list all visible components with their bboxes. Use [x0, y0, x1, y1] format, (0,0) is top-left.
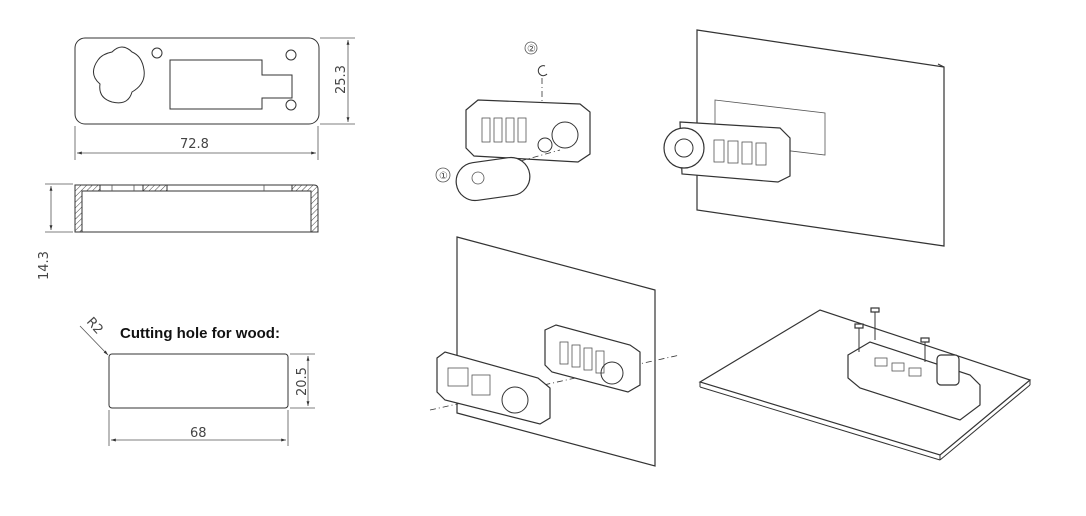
step-1-marker: ①	[439, 171, 448, 182]
corner-radius-dim: R2	[83, 315, 106, 338]
top-view-drawing: 25.3 72.8	[74, 37, 355, 160]
step-lock-on-board	[663, 29, 945, 247]
top-view-width-dim: 72.8	[180, 137, 209, 152]
screw-icons	[854, 307, 930, 362]
side-view-height-dim: 14.3	[37, 251, 52, 280]
step-cover-mounting	[429, 236, 681, 467]
step-parts-assembly: ② ①	[435, 41, 591, 202]
step-screw-fixing	[698, 307, 1032, 461]
hole-width-dim: 68	[190, 426, 207, 441]
hole-height-dim: 20.5	[295, 367, 310, 396]
side-view-drawing: 14.3	[37, 183, 319, 280]
cutting-hole-drawing: Cutting hole for wood: R2 20.5 68	[79, 315, 315, 446]
e-clip	[537, 65, 548, 77]
step-2-marker: ②	[527, 44, 536, 55]
top-view-height-dim: 25.3	[334, 65, 349, 94]
cutting-hole-title: Cutting hole for wood:	[120, 325, 280, 342]
